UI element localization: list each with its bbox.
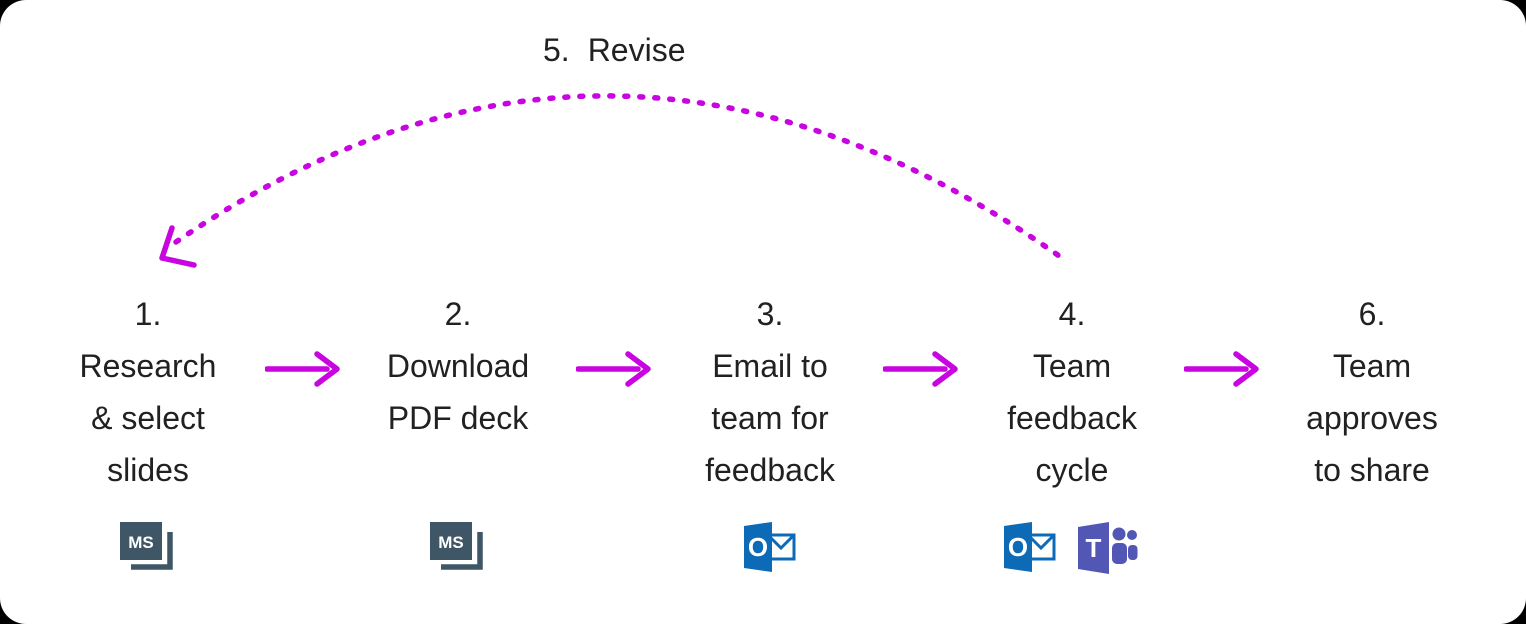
step-label-line: cycle: [1035, 452, 1109, 488]
flow-arrow-icon: [576, 351, 651, 387]
revise-arc: [173, 93, 1065, 261]
step-label-line: Research: [79, 348, 217, 384]
revise-arc-arrowhead-icon: [159, 225, 197, 268]
svg-text:O: O: [748, 532, 768, 562]
step-label-line: team for: [711, 400, 829, 436]
step-3-email-to-team: 3. Email to team for feedback: [650, 288, 890, 496]
step-number: 4.: [1058, 296, 1086, 332]
step-label-line: slides: [107, 452, 189, 488]
step-number: 6.: [1358, 296, 1386, 332]
step-4-team-feedback-cycle: 4. Team feedback cycle: [952, 288, 1192, 496]
revise-loop-number: 5.: [543, 32, 570, 68]
svg-text:T: T: [1086, 533, 1102, 563]
step-2-download-pdf-deck: 2. Download PDF deck: [338, 288, 578, 444]
step-2-icons: MS: [338, 522, 578, 577]
flow-arrow-icon: [265, 351, 340, 387]
step-1-research-select-slides: 1. Research & select slides: [28, 288, 268, 496]
ms-slides-icon: MS: [120, 522, 176, 577]
svg-text:MS: MS: [128, 533, 154, 552]
flow-arrow-icon: [883, 351, 958, 387]
ms-slides-icon: MS: [430, 522, 486, 577]
outlook-icon: O: [744, 522, 796, 577]
step-number: 1.: [134, 296, 162, 332]
teams-icon: T: [1078, 522, 1140, 581]
step-label-line: Download: [386, 348, 530, 384]
step-label-line: Team: [1332, 348, 1412, 384]
step-label-line: Team: [1032, 348, 1112, 384]
step-label-line: & select: [91, 400, 205, 436]
step-1-icons: MS: [28, 522, 268, 577]
step-4-icons: O T: [952, 522, 1192, 581]
step-label-line: feedback: [705, 452, 835, 488]
step-label-line: approves: [1306, 400, 1438, 436]
step-label-line: Email to: [712, 348, 828, 384]
svg-text:MS: MS: [438, 533, 464, 552]
revise-loop-title: 5. Revise: [543, 28, 686, 72]
step-label-line: feedback: [1007, 400, 1137, 436]
step-number: 2.: [444, 296, 472, 332]
step-3-icons: O: [650, 522, 890, 577]
step-6-team-approves: 6. Team approves to share: [1252, 288, 1492, 496]
step-label-line: to share: [1314, 452, 1430, 488]
flow-arrow-icon: [1184, 351, 1259, 387]
outlook-icon: O: [1004, 522, 1056, 577]
step-label-line: PDF deck: [387, 400, 529, 436]
step-number: 3.: [756, 296, 784, 332]
revise-loop-label: Revise: [587, 32, 686, 68]
svg-text:O: O: [1008, 532, 1028, 562]
